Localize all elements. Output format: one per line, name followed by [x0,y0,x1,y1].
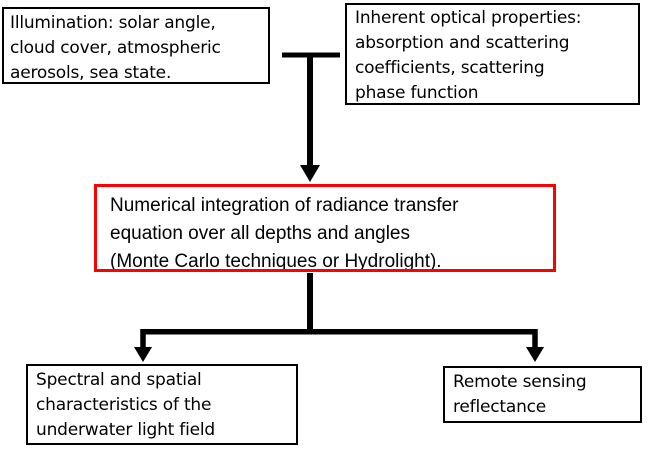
box-radiance-transfer-highlighted: Numerical integration of radiance transf… [94,184,556,272]
box-remote-sensing-reflectance: Remote sensing reflectance [443,366,642,423]
box-underwater-light-field: Spectral and spatial characteristics of … [26,364,298,445]
arrowhead-down-icon [300,165,320,182]
arrowhead-down-icon [134,347,152,362]
arrowhead-down-icon [526,347,544,362]
box-inherent-optical-properties: Inherent optical properties: absorption … [345,3,640,105]
box-illumination-inputs: Illumination: solar angle, cloud cover, … [2,7,270,84]
connector-fork [140,329,538,349]
